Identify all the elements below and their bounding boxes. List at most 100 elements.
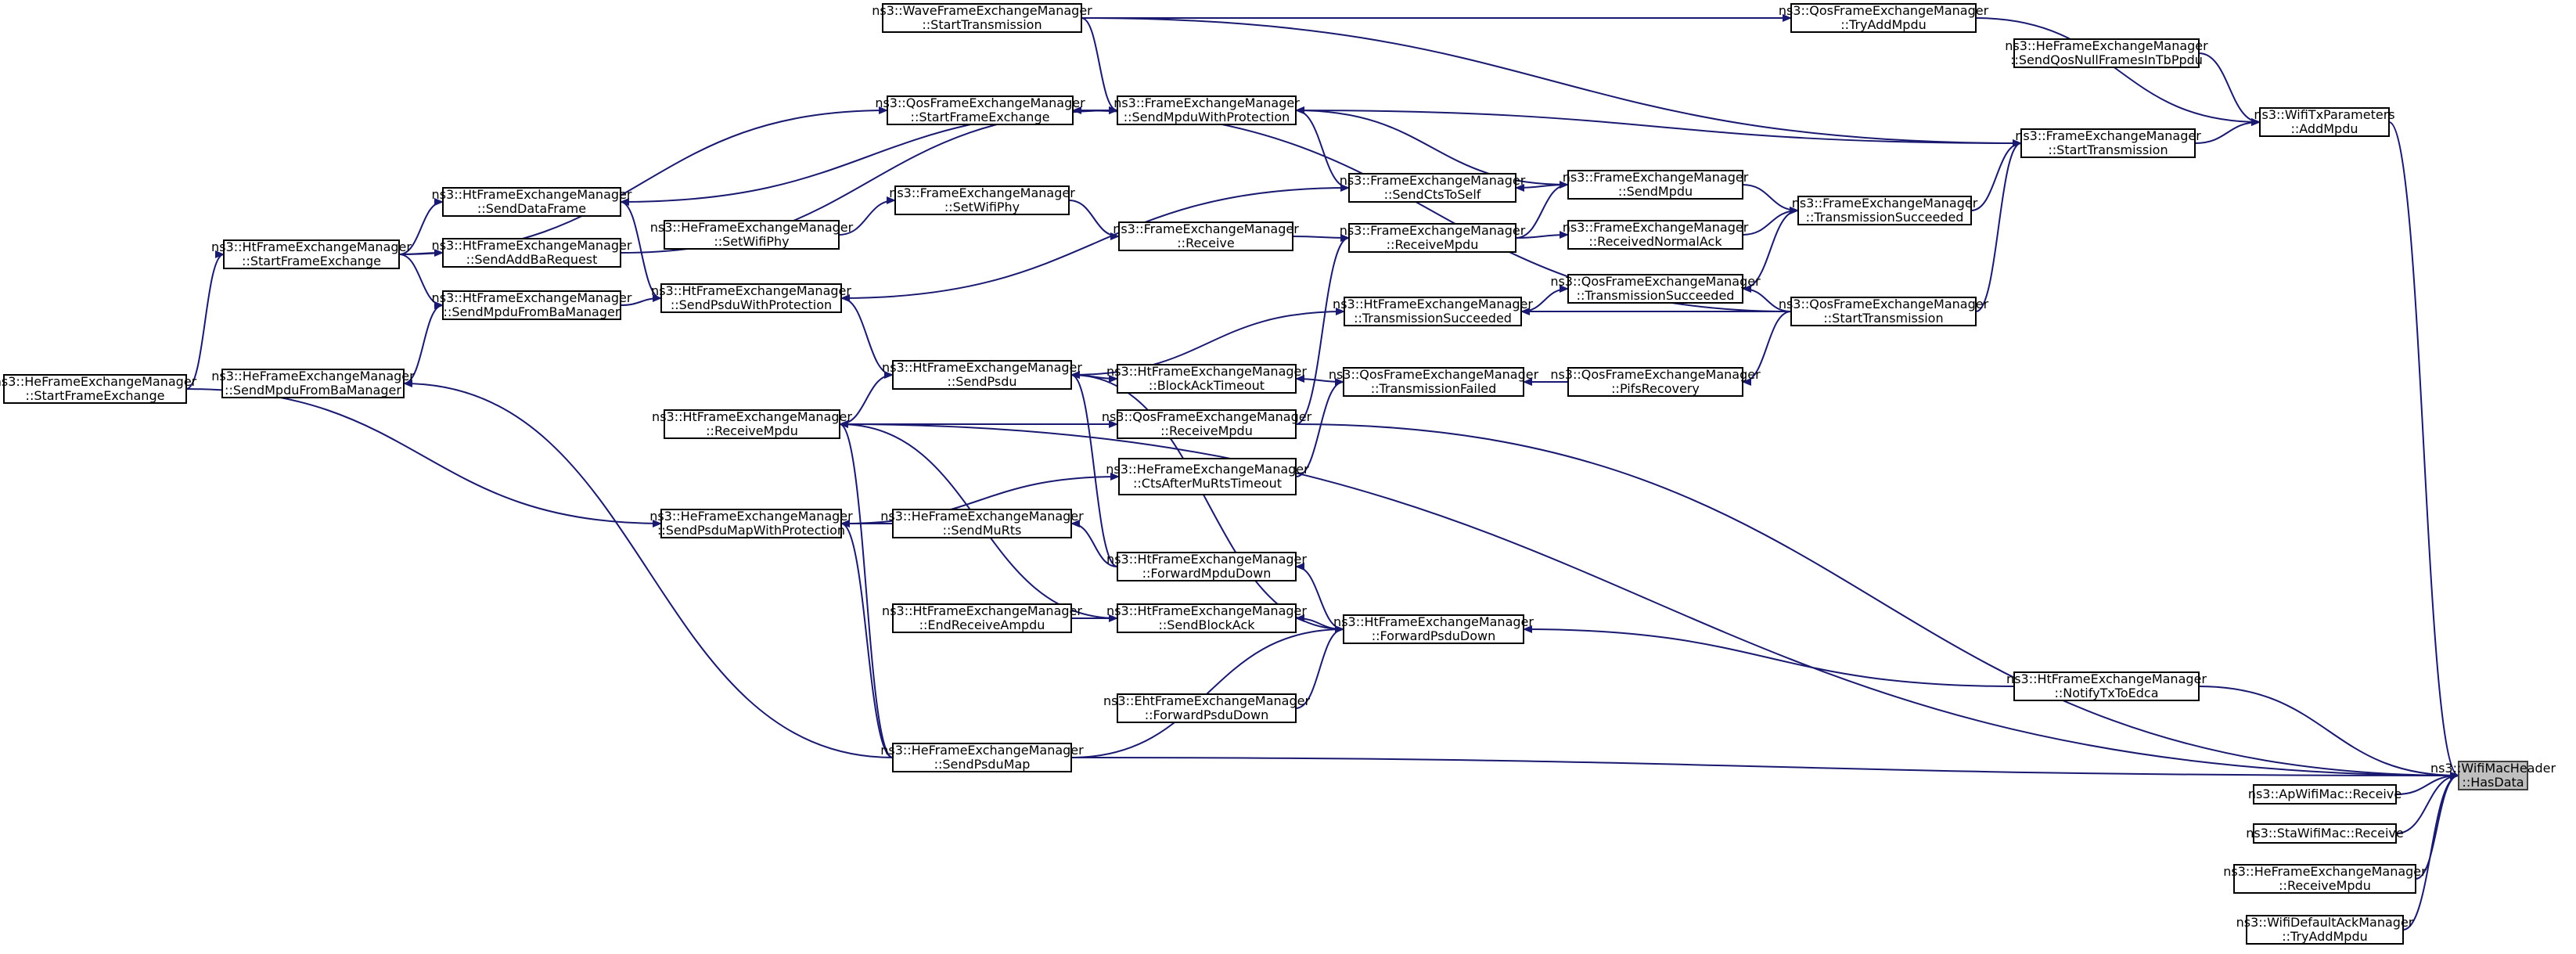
node-box bbox=[1567, 170, 1743, 200]
node-txparams_add[interactable]: ns3::WifiTxParameters::AddMpdu bbox=[2254, 107, 2395, 137]
node-label-class: ns3::FrameExchangeManager bbox=[1113, 221, 1299, 236]
node-qos_txsucceeded[interactable]: ns3::QosFrameExchangeManager::Transmissi… bbox=[1550, 274, 1761, 304]
node-ap_receive[interactable]: ns3::ApWifiMac::Receive bbox=[2248, 784, 2402, 805]
node-label-method: ::SendDataFrame bbox=[477, 201, 586, 216]
node-ht_blockacktimeout[interactable]: ns3::HtFrameExchangeManager::BlockAckTim… bbox=[1106, 364, 1307, 394]
node-ht_senddata[interactable]: ns3::HtFrameExchangeManager::SendDataFra… bbox=[432, 187, 632, 217]
node-qos_receivempdu[interactable]: ns3::QosFrameExchangeManager::ReceiveMpd… bbox=[1102, 409, 1312, 439]
node-box bbox=[1567, 367, 1743, 397]
node-he_sendqosnull[interactable]: ns3::HeFrameExchangeManager::SendQosNull… bbox=[2005, 38, 2208, 68]
node-label-method: ::SendMpduFromBaManager bbox=[444, 304, 621, 319]
node-label-class: ns3::HtFrameExchangeManager bbox=[1333, 297, 1533, 311]
node-fem_txsucceeded[interactable]: ns3::FrameExchangeManager::TransmissionS… bbox=[1792, 196, 1978, 225]
node-box bbox=[223, 239, 400, 269]
node-box bbox=[1567, 274, 1743, 304]
edge-he_sendpsdumapprot-to-he_ctsaftermurts bbox=[840, 473, 1120, 524]
node-hasdata[interactable]: ns3::WifiMacHeader::HasData bbox=[2430, 761, 2556, 790]
node-label-class: ns3::QosFrameExchangeManager bbox=[1779, 297, 1989, 311]
node-box bbox=[1117, 409, 1297, 439]
node-qos_pifsrecovery[interactable]: ns3::QosFrameExchangeManager::PifsRecove… bbox=[1550, 367, 1761, 397]
node-label-class: ns3::FrameExchangeManager bbox=[1563, 220, 1749, 235]
node-he_sendpsdumapprot[interactable]: ns3::HeFrameExchangeManager::SendPsduMap… bbox=[649, 509, 853, 538]
node-he_sendpsdumap[interactable]: ns3::HeFrameExchangeManager::SendPsduMap bbox=[880, 743, 1084, 772]
node-box bbox=[442, 187, 621, 217]
edge-fem_setwifiphy-to-fem_receive bbox=[1068, 200, 1120, 240]
node-he_ctsaftermurts[interactable]: ns3::HeFrameExchangeManager::CtsAfterMuR… bbox=[1106, 458, 1309, 495]
node-box bbox=[3, 374, 187, 404]
node-box bbox=[1797, 196, 1972, 225]
edge-he_sendqosnull-to-txparams_add bbox=[2198, 52, 2261, 126]
node-ht_forwardpsdudown[interactable]: ns3::HtFrameExchangeManager::ForwardPsdu… bbox=[1333, 614, 1534, 644]
edge-he_sendpsdumap-to-ht_receivempdu bbox=[839, 420, 894, 758]
node-box bbox=[442, 290, 621, 320]
node-box bbox=[1118, 221, 1293, 251]
edge-ht_sendpsduprot-to-ht_senddata bbox=[620, 198, 662, 299]
node-ht_sendpsduprot[interactable]: ns3::HtFrameExchangeManager::SendPsduWit… bbox=[651, 283, 851, 313]
node-label-method: ::ReceiveMpdu bbox=[1387, 237, 1479, 252]
node-qos_tryadd[interactable]: ns3::QosFrameExchangeManager::TryAddMpdu bbox=[1779, 3, 1989, 33]
node-label-class: ns3::FrameExchangeManager bbox=[1563, 170, 1749, 185]
edge-he_sendpsdumap-to-he_sendmpdufromba bbox=[403, 380, 894, 758]
node-he_receivempdu[interactable]: ns3::HeFrameExchangeManager::ReceiveMpdu bbox=[2223, 864, 2427, 894]
node-ht_notifytxtoedca[interactable]: ns3::HtFrameExchangeManager::NotifyTxToE… bbox=[2006, 671, 2207, 701]
node-label-class: ns3::FrameExchangeManager bbox=[1340, 223, 1526, 238]
node-fem_receivempdu[interactable]: ns3::FrameExchangeManager::ReceiveMpdu bbox=[1340, 223, 1526, 253]
node-fem_setwifiphy[interactable]: ns3::FrameExchangeManager::SetWifiPhy bbox=[889, 185, 1075, 215]
node-box bbox=[1567, 220, 1743, 250]
node-label-class: ns3::HtFrameExchangeManager bbox=[432, 238, 632, 253]
node-label-class: ns3::QosFrameExchangeManager bbox=[1550, 274, 1761, 289]
edge-qos_txsucceeded-to-fem_txsucceeded bbox=[1742, 207, 1799, 290]
node-ht_sendmpdufromba[interactable]: ns3::HtFrameExchangeManager::SendMpduFro… bbox=[432, 290, 632, 320]
node-box bbox=[221, 369, 405, 398]
node-box bbox=[2253, 823, 2397, 844]
node-label-method: ::ForwardPsduDown bbox=[1372, 628, 1495, 643]
edge-fem_txsucceeded-to-fem_starttx bbox=[1970, 139, 2022, 211]
node-ht_receivempdu[interactable]: ns3::HtFrameExchangeManager::ReceiveMpdu bbox=[652, 409, 852, 439]
node-fem_receive[interactable]: ns3::FrameExchangeManager::Receive bbox=[1113, 221, 1299, 251]
node-label-method: ::SendPsdu bbox=[947, 374, 1016, 389]
node-sta_receive[interactable]: ns3::StaWifiMac::Receive bbox=[2246, 823, 2404, 844]
node-label-method: ::SetWifiPhy bbox=[944, 200, 1020, 214]
edge-sta_receive-to-hasdata bbox=[2395, 772, 2459, 834]
edge-fem_sendmpdu-to-fem_sendmpduprot bbox=[1295, 106, 1569, 185]
node-fem_receivednormalack[interactable]: ns3::FrameExchangeManager::ReceivedNorma… bbox=[1563, 220, 1749, 250]
node-fem_sendmpdu[interactable]: ns3::FrameExchangeManager::SendMpdu bbox=[1563, 170, 1749, 200]
node-ht_sendpsdu[interactable]: ns3::HtFrameExchangeManager::SendPsdu bbox=[882, 360, 1082, 390]
node-he_startfe[interactable]: ns3::HeFrameExchangeManager::StartFrameE… bbox=[0, 374, 197, 404]
node-eht_forwardpsdudown[interactable]: ns3::EhtFrameExchangeManager::ForwardPsd… bbox=[1103, 693, 1311, 723]
edge-qos_receivempdu-to-hasdata bbox=[1295, 423, 2459, 779]
node-label-class: ns3::FrameExchangeManager bbox=[889, 185, 1075, 200]
node-label-method: ::ReceiveMpdu bbox=[2279, 878, 2371, 893]
node-wave_start[interactable]: ns3::WaveFrameExchangeManager::StartTran… bbox=[872, 3, 1092, 33]
node-label-method: ::AddMpdu bbox=[2290, 121, 2358, 136]
node-fem_sendmpduprot[interactable]: ns3::FrameExchangeManager::SendMpduWithP… bbox=[1114, 95, 1300, 125]
node-label-method: ::TryAddMpdu bbox=[2282, 929, 2367, 944]
node-label-method: ::StartTransmission bbox=[1823, 311, 1943, 326]
edge-qos_starttx-to-qos_pifsrecovery bbox=[1742, 311, 1792, 386]
node-qos_txfailed[interactable]: ns3::QosFrameExchangeManager::Transmissi… bbox=[1329, 367, 1539, 397]
node-label-class: ns3::HtFrameExchangeManager bbox=[211, 239, 412, 254]
node-fem_starttx[interactable]: ns3::FrameExchangeManager::StartTransmis… bbox=[2015, 128, 2201, 158]
node-label-class: ns3::HeFrameExchangeManager bbox=[1106, 462, 1309, 477]
node-label-method: ::SendQosNullFramesInTbPpdu bbox=[2010, 52, 2203, 67]
node-qos_startfe[interactable]: ns3::QosFrameExchangeManager::StartFrame… bbox=[875, 95, 1085, 125]
node-ht_sendaddba[interactable]: ns3::HtFrameExchangeManager::SendAddBaRe… bbox=[432, 238, 632, 268]
node-ht_startfe[interactable]: ns3::HtFrameExchangeManager::StartFrameE… bbox=[211, 239, 412, 269]
node-qos_starttx[interactable]: ns3::QosFrameExchangeManager::StartTrans… bbox=[1779, 297, 1989, 326]
edge-ht_sendpsduprot-to-fem_sendcts bbox=[840, 184, 1350, 299]
node-box bbox=[1344, 297, 1522, 326]
node-label-method: ::StartTransmission bbox=[922, 17, 1042, 32]
node-defaultack_tryadd[interactable]: ns3::WifiDefaultAckManager::TryAddMpdu bbox=[2236, 915, 2414, 945]
node-ht_sendblockack[interactable]: ns3::HtFrameExchangeManager::SendBlockAc… bbox=[1106, 603, 1307, 633]
node-fem_sendcts[interactable]: ns3::FrameExchangeManager::SendCtsToSelf bbox=[1340, 173, 1526, 203]
node-he_setwifiphy[interactable]: ns3::HeFrameExchangeManager::SetWifiPhy bbox=[650, 220, 854, 250]
node-ht_forwardmpdudown[interactable]: ns3::HtFrameExchangeManager::ForwardMpdu… bbox=[1106, 552, 1307, 581]
node-ht_endreceiveampdu[interactable]: ns3::HtFrameExchangeManager::EndReceiveA… bbox=[882, 603, 1082, 633]
node-he_sendmurts[interactable]: ns3::HeFrameExchangeManager::SendMuRts bbox=[880, 509, 1084, 538]
node-label-method: ::StartFrameExchange bbox=[911, 110, 1050, 124]
node-label-method: ::TransmissionSucceeded bbox=[1806, 210, 1964, 225]
node-he_sendmpdufromba[interactable]: ns3::HeFrameExchangeManager::SendMpduFro… bbox=[211, 369, 415, 398]
node-label-class: ns3::HtFrameExchangeManager bbox=[432, 290, 632, 305]
edge-fem_receivempdu-to-fem_sendmpdu bbox=[1515, 181, 1569, 239]
node-ht_txsucceeded[interactable]: ns3::HtFrameExchangeManager::Transmissio… bbox=[1333, 297, 1533, 326]
